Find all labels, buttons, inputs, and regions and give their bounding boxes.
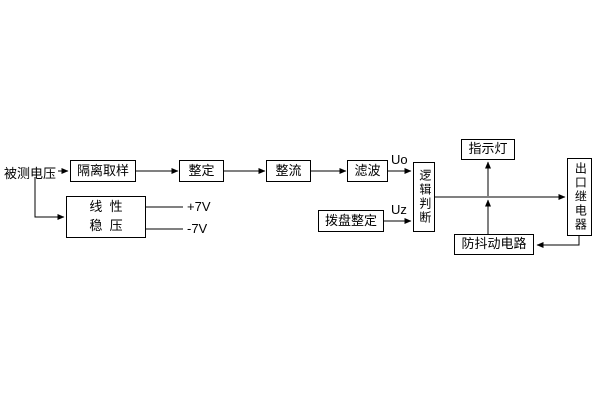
anti-jitter-circuit-box: 防抖动电路	[454, 234, 534, 255]
output-relay-box: 出口继电器	[567, 158, 592, 236]
logic-judgment-box: 逻辑判断	[413, 162, 435, 232]
linear-regulator-line1: 线 性	[89, 199, 123, 215]
dial-setting-box: 拨盘整定	[318, 210, 384, 232]
linear-regulator-box: 线 性 稳 压	[66, 196, 146, 238]
uz-signal-label: Uz	[391, 202, 407, 217]
uo-signal-label: Uo	[391, 152, 408, 167]
wire-relay-to-antijitter	[536, 236, 580, 248]
isolation-sampling-box: 隔离取样	[70, 160, 136, 182]
linear-regulator-line2: 稳 压	[89, 217, 123, 233]
setting-box: 整定	[179, 160, 224, 182]
rectifier-box: 整流	[266, 160, 311, 182]
wire-input-to-regulator	[34, 177, 65, 220]
indicator-light-box: 指示灯	[461, 139, 515, 160]
filter-box: 滤波	[347, 160, 388, 182]
input-voltage-label: 被测电压	[4, 166, 57, 181]
plus-7v-label: +7V	[187, 199, 211, 214]
minus-7v-label: -7V	[187, 221, 208, 236]
